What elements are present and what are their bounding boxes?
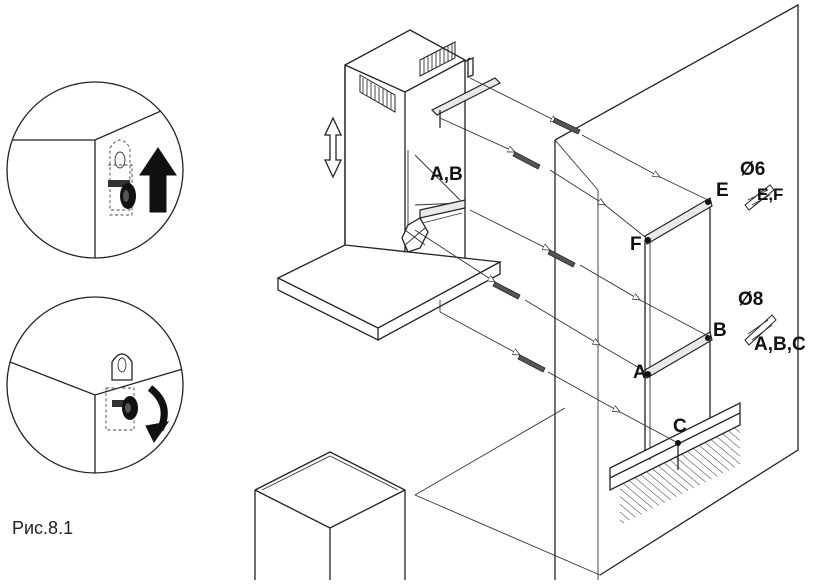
hood-body bbox=[276, 29, 503, 342]
label-ab-hood: A,B bbox=[430, 164, 463, 185]
wall-chimney-outline bbox=[644, 197, 713, 462]
detail-circle-bottom bbox=[6, 296, 184, 474]
projection-lines bbox=[414, 77, 709, 444]
vertical-double-arrow-icon bbox=[323, 116, 343, 179]
wall-plug-icon bbox=[492, 117, 581, 373]
detail-circle-top bbox=[6, 81, 184, 259]
label-abc-drill: A,B,C bbox=[754, 334, 806, 355]
wall-support-plate bbox=[609, 401, 741, 525]
chimney-cover bbox=[254, 451, 406, 580]
label-e: E bbox=[716, 180, 729, 201]
label-f: F bbox=[630, 234, 642, 255]
label-c: C bbox=[673, 416, 687, 437]
screw-icon bbox=[108, 180, 136, 209]
drill-bit-icon bbox=[744, 184, 777, 346]
up-arrow-icon bbox=[139, 147, 177, 213]
label-diameter-6: Ø6 bbox=[740, 159, 765, 180]
figure-caption: Рис.8.1 bbox=[12, 518, 73, 538]
label-a: A bbox=[633, 362, 647, 383]
screw-icon bbox=[112, 396, 138, 420]
label-ef-drill: E,F bbox=[757, 185, 783, 204]
wall-panel bbox=[414, 3, 799, 580]
label-b: B bbox=[713, 320, 727, 341]
label-diameter-8: Ø8 bbox=[738, 289, 763, 310]
rotate-arrow-icon bbox=[145, 385, 170, 443]
keyhole-bracket-icon bbox=[105, 353, 135, 431]
